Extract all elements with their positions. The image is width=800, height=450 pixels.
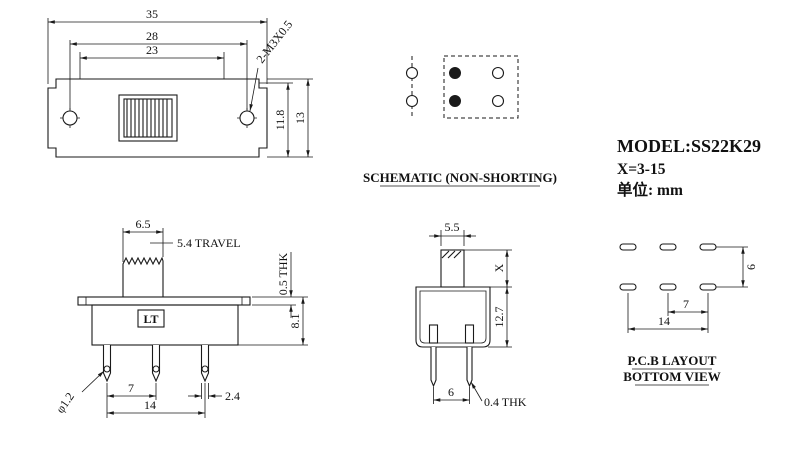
dim-5-5-label: 5.5 [445, 220, 460, 234]
thickness-leader-line [470, 381, 483, 402]
dim-6-5-label: 6.5 [136, 217, 151, 231]
side-pin-2 [466, 347, 473, 388]
side-body-inner-outline [419, 290, 487, 344]
side-view: 5.5 X 12.7 6 0.4 THK [415, 220, 527, 409]
pcb-pad [699, 283, 717, 291]
schematic-common-terminal [449, 95, 461, 107]
side-view-dimensions: 5.5 X 12.7 6 0.4 THK [429, 220, 527, 409]
side-contact-1 [428, 324, 439, 344]
mounting-hole-left [62, 110, 78, 126]
side-pin-1 [430, 347, 437, 388]
title-block: MODEL:SS22K29 X=3-15 单位: mm [617, 136, 761, 199]
knurl-lines [126, 99, 168, 137]
front-mounting-flange [77, 296, 251, 306]
travel-label: 5.4 TRAVEL [177, 236, 241, 250]
dim-13-label: 13 [293, 112, 307, 124]
side-body-outline [415, 286, 491, 348]
extension-lines [106, 228, 308, 418]
x-range: X=3-15 [617, 161, 666, 178]
slider-knob-top [123, 98, 173, 138]
pcb-pad [659, 243, 677, 251]
thickness-label: 0.5 THK [276, 252, 290, 295]
front-view: LT 6.5 5.4 TRAVEL 0.5 THK 8.1 7 14 2.4 [53, 217, 308, 418]
dim-12-7-label: 12.7 [492, 307, 506, 328]
dim-6-label: 6 [744, 264, 758, 270]
pin-hole-3 [201, 365, 209, 373]
brand-label: LT [144, 312, 159, 326]
unit-note: 单位: mm [617, 180, 683, 199]
side-contact-2 [464, 324, 475, 344]
thread-leader-line [249, 67, 259, 112]
hole-diameter-label: φ1.2 [53, 390, 77, 416]
front-pin-2 [151, 345, 161, 383]
front-pin-3 [200, 345, 210, 383]
schematic-caption: SCHEMATIC (NON-SHORTING) [363, 170, 557, 185]
hole-leader-line [81, 370, 105, 393]
pcb-dimensions: 6 7 14 [627, 246, 758, 333]
dim-7-label: 7 [128, 381, 134, 395]
top-view-body-outline [47, 78, 268, 158]
pin-hole-1 [103, 365, 111, 373]
mounting-hole-right [239, 110, 255, 126]
schematic-terminal [405, 66, 419, 80]
thread-callout-label: 2-M3X0.5 [253, 18, 295, 66]
thickness-label: 0.4 THK [484, 395, 527, 409]
pcb-pad [699, 243, 717, 251]
dim-28-label: 28 [146, 29, 158, 43]
model-number: MODEL:SS22K29 [617, 136, 761, 156]
pcb-pad [619, 283, 637, 291]
schematic-view: SCHEMATIC (NON-SHORTING) [363, 55, 557, 187]
top-view-dimensions: 35 28 23 11.8 13 2-M3X0.5 [47, 7, 313, 158]
front-body [91, 304, 239, 346]
dim-14-label: 14 [144, 398, 156, 412]
dim-35-label: 35 [146, 7, 158, 21]
dim-2-4-label: 2.4 [225, 389, 240, 403]
dim-x-label: X [492, 263, 506, 272]
schematic-common-terminal [449, 67, 461, 79]
dim-14-label: 14 [658, 314, 670, 328]
brand-box [137, 309, 165, 328]
dim-6-label: 6 [448, 385, 454, 399]
schematic-terminal [405, 94, 419, 108]
front-knob-outline [122, 256, 164, 297]
front-pin-1 [102, 345, 112, 383]
pcb-pad [619, 243, 637, 251]
pcb-caption-line1: P.C.B LAYOUT [628, 353, 717, 368]
extension-lines [627, 246, 748, 333]
pcb-caption-line2: BOTTOM VIEW [623, 369, 720, 384]
extension-lines [433, 230, 512, 404]
schematic-terminal [491, 66, 505, 80]
front-view-dimensions: 6.5 5.4 TRAVEL 0.5 THK 8.1 7 14 2.4 φ1.2 [53, 217, 308, 418]
slider-slot [118, 94, 178, 142]
dim-23-label: 23 [146, 43, 158, 57]
side-knob-knurl [441, 250, 462, 259]
pcb-layout-view: 6 7 14 P.C.B LAYOUT BOTTOM VIEW [619, 243, 758, 386]
top-view: 35 28 23 11.8 13 2-M3X0.5 [47, 7, 313, 158]
pcb-pad [659, 283, 677, 291]
dim-8-1-label: 8.1 [288, 314, 302, 329]
schematic-terminal [491, 94, 505, 108]
flange-ear-lines [85, 297, 243, 305]
dim-11-8-label: 11.8 [273, 110, 287, 131]
schematic-housing-dashed-box [443, 55, 519, 119]
extension-lines [47, 18, 313, 158]
dim-7-label: 7 [683, 297, 689, 311]
pin-hole-2 [152, 365, 160, 373]
